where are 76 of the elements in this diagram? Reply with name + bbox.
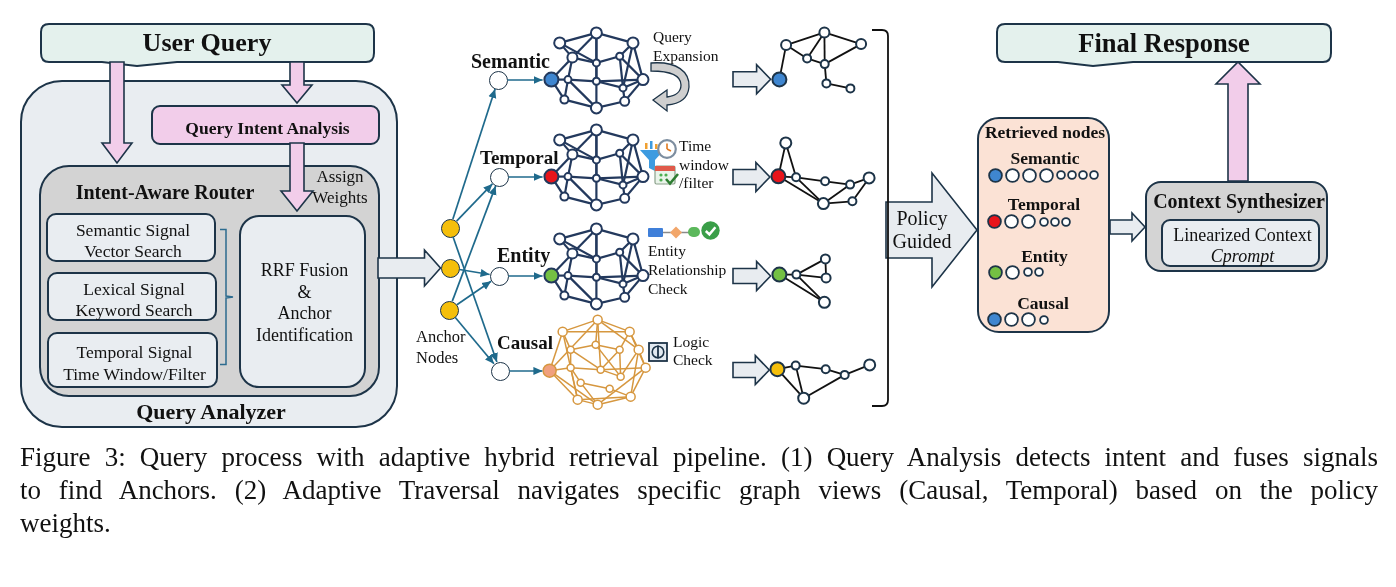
view-label: Causal — [497, 331, 553, 354]
edge-label: Assign Weights — [312, 166, 368, 208]
panel-title: Retrieved nodes — [984, 122, 1106, 142]
block-arrow — [100, 61, 134, 165]
block-arrow — [279, 142, 315, 213]
node-circle — [440, 218, 460, 238]
arrow — [452, 236, 498, 363]
block-arrow — [1109, 210, 1147, 244]
arrow — [508, 366, 544, 376]
panel-title: Context Synthesizer — [1153, 189, 1325, 213]
process-box — [47, 332, 218, 388]
arrow — [451, 185, 497, 302]
process-box — [239, 215, 366, 388]
arrow — [507, 172, 544, 182]
box-label: Semantic Signal — [75, 219, 191, 241]
box-label: RRF Fusion & Anchor Identification — [256, 260, 353, 347]
inner-panel — [39, 165, 380, 397]
annotation-text: Time window/filter — [679, 137, 730, 193]
subgraph-drawing — [769, 136, 876, 211]
block-arrow — [732, 62, 772, 96]
node-circle — [440, 258, 460, 278]
box-label: Query Intent Analysis — [185, 117, 350, 139]
block-arrow — [1214, 60, 1262, 182]
arrow — [456, 280, 492, 306]
panel-title: Intent-Aware Router — [75, 180, 255, 204]
block-arrow — [732, 259, 772, 293]
box-label: Keyword Search — [75, 299, 193, 321]
subgraph-drawing — [769, 358, 877, 406]
title-banner — [40, 23, 375, 68]
process-panel — [1145, 181, 1328, 272]
node-circle — [488, 70, 508, 90]
block-arrow — [280, 61, 314, 105]
box-label: Vector Search — [84, 240, 182, 262]
arrow — [506, 75, 544, 85]
outer-panel — [20, 80, 398, 428]
node-circle — [489, 167, 509, 187]
block-arrow — [732, 353, 771, 387]
title-banner — [996, 23, 1332, 68]
edge-label: Policy Guided — [892, 207, 952, 253]
banner-title: User Query — [142, 28, 272, 58]
process-box — [47, 272, 217, 321]
row-label: Causal — [1017, 294, 1069, 312]
banner-title: Final Response — [1078, 27, 1250, 59]
row-label: Semantic — [1010, 149, 1080, 167]
figure-caption: Figure 3: Query process with adaptive hybrid retrieval pipeline. (1) Query Analysis detects intent and fuses signals to find Anchors. (2) Adaptive Traversal navigates specific graph views (Causal, Temporal) based on the policy weights. — [20, 441, 1378, 540]
node-circle — [489, 266, 509, 286]
node-circle — [490, 361, 510, 381]
process-box — [1161, 219, 1320, 267]
arrow — [454, 316, 495, 365]
box-label: Temporal Signal — [76, 341, 193, 363]
arrow — [455, 183, 494, 222]
list-panel — [977, 117, 1110, 333]
block-arrow — [885, 170, 978, 290]
process-box — [46, 213, 216, 262]
box-label: Lexical Signal — [83, 278, 185, 300]
box-label: Linearized Context Cprompt — [1172, 224, 1313, 267]
arrow — [507, 271, 544, 281]
view-label: Entity — [497, 243, 551, 267]
view-label: Semantic — [471, 49, 550, 73]
block-arrow — [732, 160, 771, 194]
annotation-text: Entity Relationship Check — [648, 241, 727, 298]
process-box — [151, 105, 380, 145]
subgraph-drawing — [770, 25, 868, 94]
node-circle — [439, 300, 459, 320]
annotation-text: Logic Check — [673, 333, 713, 369]
block-arrow — [377, 247, 442, 289]
row-label: Temporal — [1007, 195, 1081, 213]
row-label: Entity — [1021, 246, 1068, 265]
view-label: Temporal — [480, 146, 559, 169]
arrow — [458, 268, 491, 278]
annotation-label: Anchor Nodes — [416, 326, 466, 368]
annotation-text: Query Expansion — [653, 27, 719, 65]
subgraph-drawing — [770, 253, 832, 310]
panel-title: Query Analyzer — [136, 399, 286, 425]
arrow — [452, 88, 497, 220]
box-label: Time Window/Filter — [63, 363, 206, 385]
